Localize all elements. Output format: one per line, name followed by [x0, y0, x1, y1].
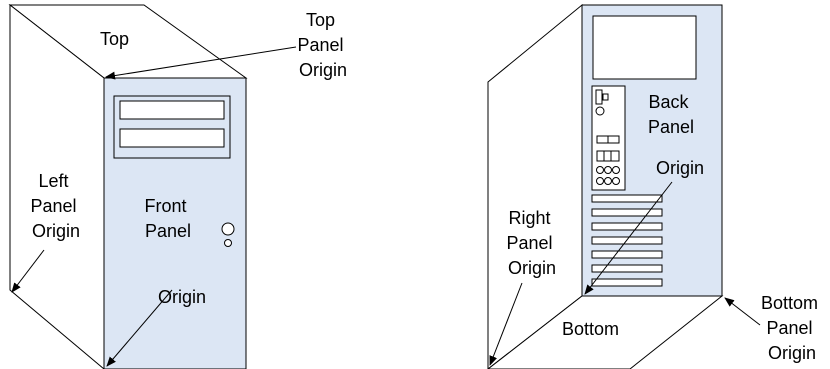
- audio-jack-icon: [612, 166, 620, 174]
- front-origin-label: Origin: [158, 287, 206, 307]
- back-view-case: [487, 3, 724, 369]
- left-panel-origin-label: Left Panel Origin: [30, 171, 81, 241]
- power-button-icon: [221, 222, 235, 236]
- top-panel-origin-arrow: [105, 46, 297, 80]
- expansion-slot: [591, 222, 663, 231]
- back-panel-label: Back Panel: [648, 92, 694, 137]
- expansion-slot: [591, 264, 663, 273]
- audio-jack-icon: [596, 166, 604, 174]
- expansion-slot: [591, 250, 663, 259]
- back-origin-arrow: [584, 181, 673, 295]
- case-left-face: [9, 3, 105, 369]
- audio-jack-icon: [604, 177, 612, 185]
- front-panel-label: Front Panel: [144, 196, 191, 241]
- left-panel-origin-arrow: [11, 249, 45, 293]
- io-port-row-2: [596, 150, 620, 162]
- right-panel-origin-arrow: [489, 282, 523, 366]
- io-port-small: [602, 93, 609, 101]
- expansion-slot: [591, 278, 663, 287]
- drive-bay-lower: [119, 128, 225, 148]
- audio-jack-icon: [612, 177, 620, 185]
- front-origin-arrow: [106, 289, 173, 367]
- io-round-port-icon: [595, 106, 605, 116]
- audio-jack-icon: [596, 177, 604, 185]
- io-port-vertical: [595, 89, 603, 105]
- power-supply-window: [592, 15, 697, 80]
- drive-bay-upper: [119, 100, 225, 120]
- front-view-case: [8, 3, 248, 369]
- top-label: Top: [100, 29, 129, 49]
- back-origin-label: Origin: [656, 158, 704, 178]
- expansion-slot: [591, 194, 663, 203]
- audio-jack-icon: [604, 166, 612, 174]
- expansion-slot: [591, 208, 663, 217]
- bottom-panel-origin-arrow: [724, 297, 761, 326]
- power-led-icon: [224, 239, 232, 247]
- top-panel-origin-label: Top Panel Origin: [297, 10, 348, 80]
- bottom-panel-origin-label: Bottom Panel Origin: [761, 293, 823, 363]
- right-panel-origin-label: Right Panel Origin: [506, 208, 557, 278]
- bottom-label: Bottom: [562, 319, 619, 339]
